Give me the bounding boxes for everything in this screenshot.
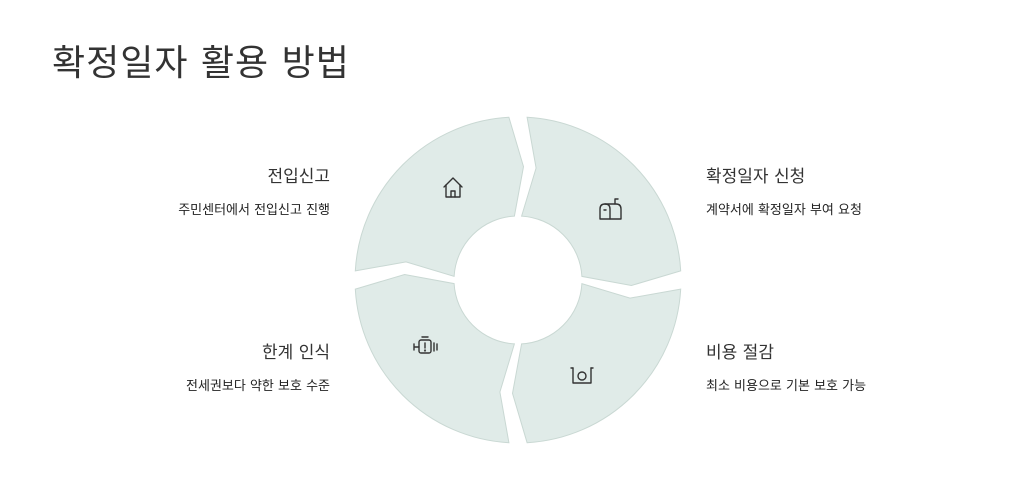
alert-icon [413, 336, 438, 354]
mailbox-icon [599, 198, 622, 220]
page-title: 확정일자 활용 방법 [52, 43, 350, 84]
cycle-segment-3 [511, 282, 682, 444]
home-icon [443, 177, 463, 198]
step-label-3: 비용 절감 [706, 343, 774, 363]
step-description-4: 전세권보다 약한 보호 수준 [186, 379, 330, 394]
coin-icon [570, 367, 594, 384]
step-description-1: 주민센터에서 전입신고 진행 [178, 203, 330, 218]
step-label-2: 확정일자 신청 [706, 167, 806, 187]
cycle-segment-4 [354, 273, 516, 444]
step-label-4: 한계 인식 [262, 343, 330, 363]
step-description-3: 최소 비용으로 기본 보호 가능 [706, 379, 867, 394]
step-label-1: 전입신고 [267, 167, 330, 187]
cycle-segment-1 [354, 116, 525, 278]
cycle-segment-2 [520, 116, 682, 287]
step-description-2: 계약서에 확정일자 부여 요청 [706, 203, 862, 218]
